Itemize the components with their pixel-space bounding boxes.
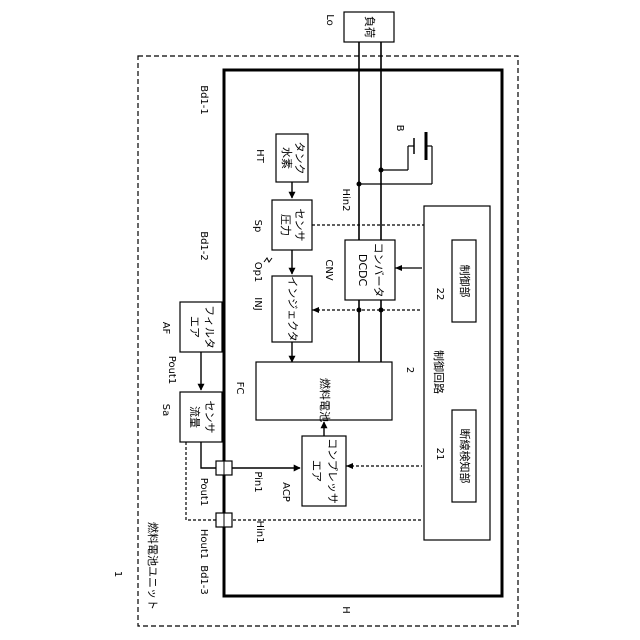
battery-ref: B: [394, 125, 405, 132]
air-compressor-ref: ACP: [280, 482, 291, 502]
flow-sensor-ref: Sa: [160, 404, 171, 416]
flow-sensor-label-2: センサ: [203, 401, 216, 434]
air-compressor-label-2: コンプレッサ: [326, 438, 339, 504]
dcdc-converter-label-1: DCDC: [356, 254, 369, 287]
dcdc-converter-label-2: コンバータ: [372, 243, 385, 298]
power-lines: [359, 42, 381, 362]
battery-symbol: [359, 132, 432, 184]
unit-name: 燃料電池ユニット: [146, 522, 160, 610]
fuel-cell-ref: FC: [234, 382, 245, 395]
hydrogen-tank-label-1: 水素: [280, 147, 293, 169]
pressure-sensor-label-1: 圧力: [279, 214, 292, 236]
pin1-label: Pin1: [252, 471, 263, 492]
hin1-label: Hin1: [254, 521, 265, 544]
bd1-2-label: Bd1-2: [198, 231, 209, 261]
injector-ref: INJ: [252, 297, 263, 310]
load-label: 負荷: [363, 16, 376, 38]
hydrogen-tank-ref: HT: [254, 149, 265, 164]
air-filter-label-1: エア: [188, 316, 201, 338]
controller-ref: 22: [434, 288, 445, 301]
pout1-top-label: Pout1: [166, 356, 177, 384]
air-compressor-label-1: エア: [310, 460, 323, 482]
hydrogen-tank-label-2: タンク: [293, 142, 306, 175]
control-circuit-label: 制御回路: [432, 350, 446, 394]
control-circuit-ref: 2: [404, 367, 415, 373]
disconnection-detector-ref: 21: [434, 448, 445, 461]
flow-sensor-label-1: 流量: [188, 406, 202, 428]
op1-leader: [264, 258, 272, 262]
controller-label: 制御部: [458, 265, 472, 298]
pressure-sensor-label-2: センサ: [293, 209, 306, 242]
dcdc-converter-ref: CNV: [323, 259, 334, 280]
load-ref: Lo: [324, 14, 335, 26]
pressure-sensor-ref: Sp: [252, 220, 263, 233]
op1-label: Op1: [252, 262, 263, 283]
fuel-cell-label: 燃料電池: [318, 378, 332, 422]
hout1-label: Hout1: [198, 529, 209, 559]
bd1-1-label: Bd1-1: [198, 85, 209, 115]
unit-ref: 1: [112, 571, 123, 577]
hin2-label: Hin2: [340, 189, 351, 212]
air-filter-label-2: フィルタ: [203, 305, 216, 349]
housing-ref: H: [340, 606, 351, 614]
pout1-bottom-label: Pout1: [198, 478, 209, 506]
air-filter-ref: AF: [160, 322, 171, 335]
bd1-3-label: Bd1-3: [198, 565, 209, 595]
injector-label: インジェクタ: [286, 276, 299, 342]
dcdc-converter-box: [345, 240, 395, 300]
disconnection-detector-label: 断線検知部: [458, 429, 472, 484]
